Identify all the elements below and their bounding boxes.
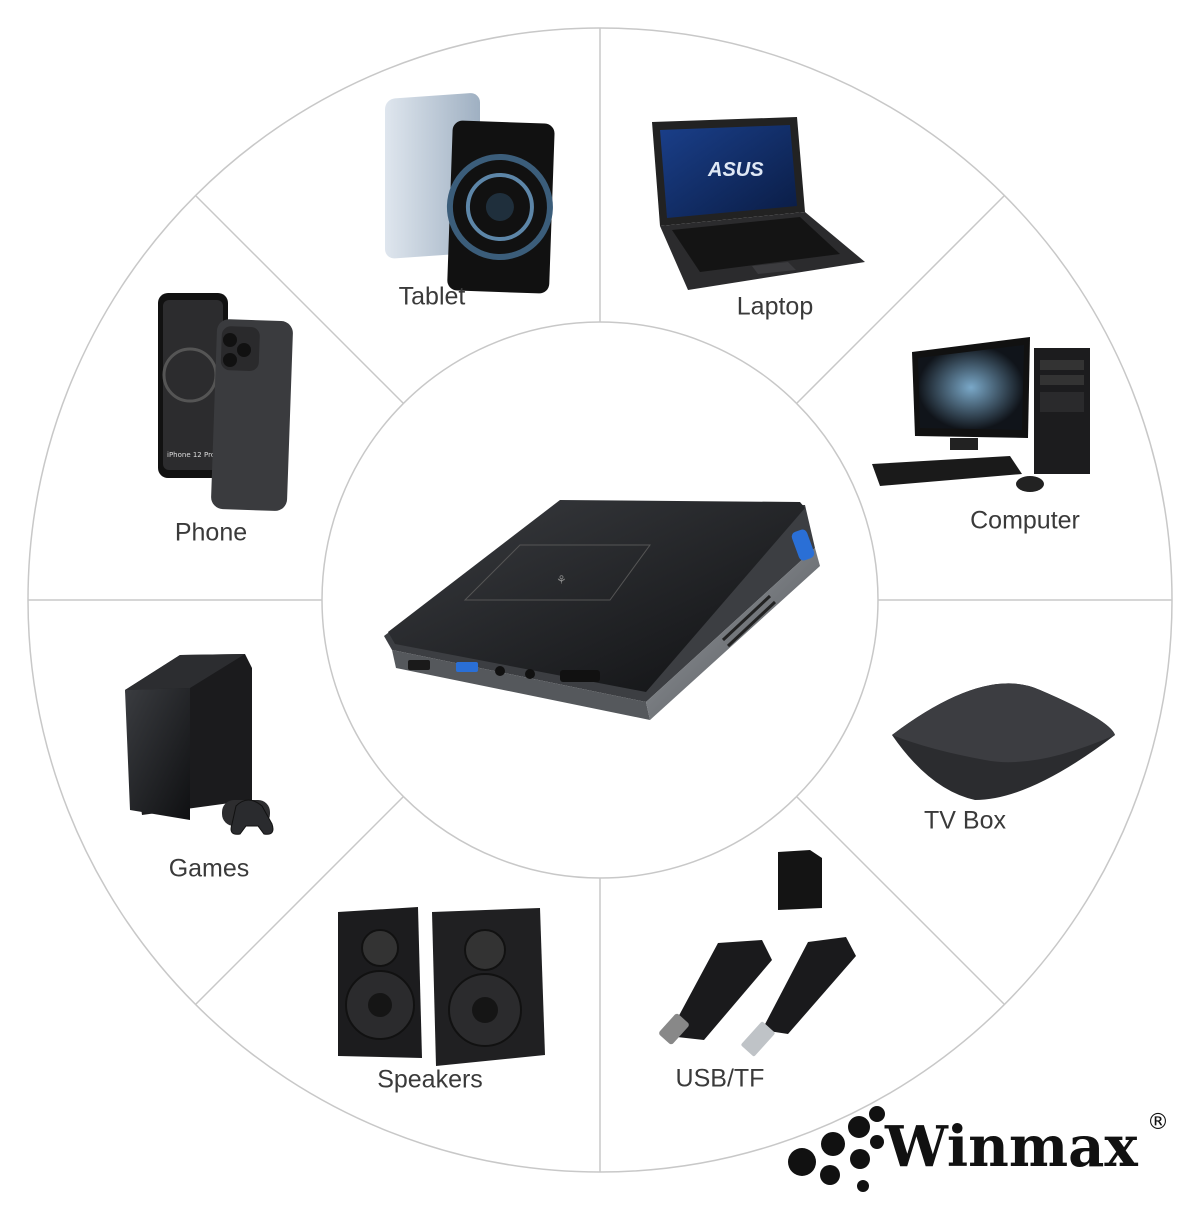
device-label-speakers: Speakers (377, 1065, 483, 1094)
svg-text:⚘: ⚘ (556, 573, 567, 587)
tablet-image (385, 93, 555, 294)
divider-line (195, 796, 404, 1005)
ring-lines (27, 27, 1173, 1173)
games-image (125, 654, 274, 835)
device-label-phone: Phone (174, 518, 248, 547)
device-label-computer: Computer (970, 506, 1080, 535)
device-label-games: Games (168, 854, 250, 883)
mini-projector-image: ⚘ (384, 500, 820, 720)
brand-registered-mark: ® (1147, 1110, 1169, 1135)
brand-name: Winmax (885, 1114, 1138, 1180)
device-label-tv-box: TV Box (924, 806, 1006, 835)
device-label-tablet: Tablet (398, 282, 466, 311)
device-label-laptop: Laptop (736, 292, 814, 321)
brand-logo: Winmax ® (785, 1102, 1185, 1192)
laptop-image: ASUS (652, 117, 865, 290)
device-label-usb-tf: USB/TF (675, 1064, 765, 1093)
laptop-brand-text: ASUS (707, 159, 764, 181)
brand-dots-icon (788, 1106, 885, 1192)
divider-line (195, 195, 404, 404)
usb-tf-image (659, 850, 856, 1057)
tv-box-image (892, 683, 1115, 800)
computer-image (872, 337, 1090, 492)
phone-image: iPhone 12 Pro Mockup (158, 293, 293, 511)
divider-line (796, 796, 1005, 1005)
phone-screen-text: iPhone 12 Pro Mockup (167, 451, 245, 459)
speakers-image (338, 907, 545, 1066)
divider-line (796, 195, 1005, 404)
